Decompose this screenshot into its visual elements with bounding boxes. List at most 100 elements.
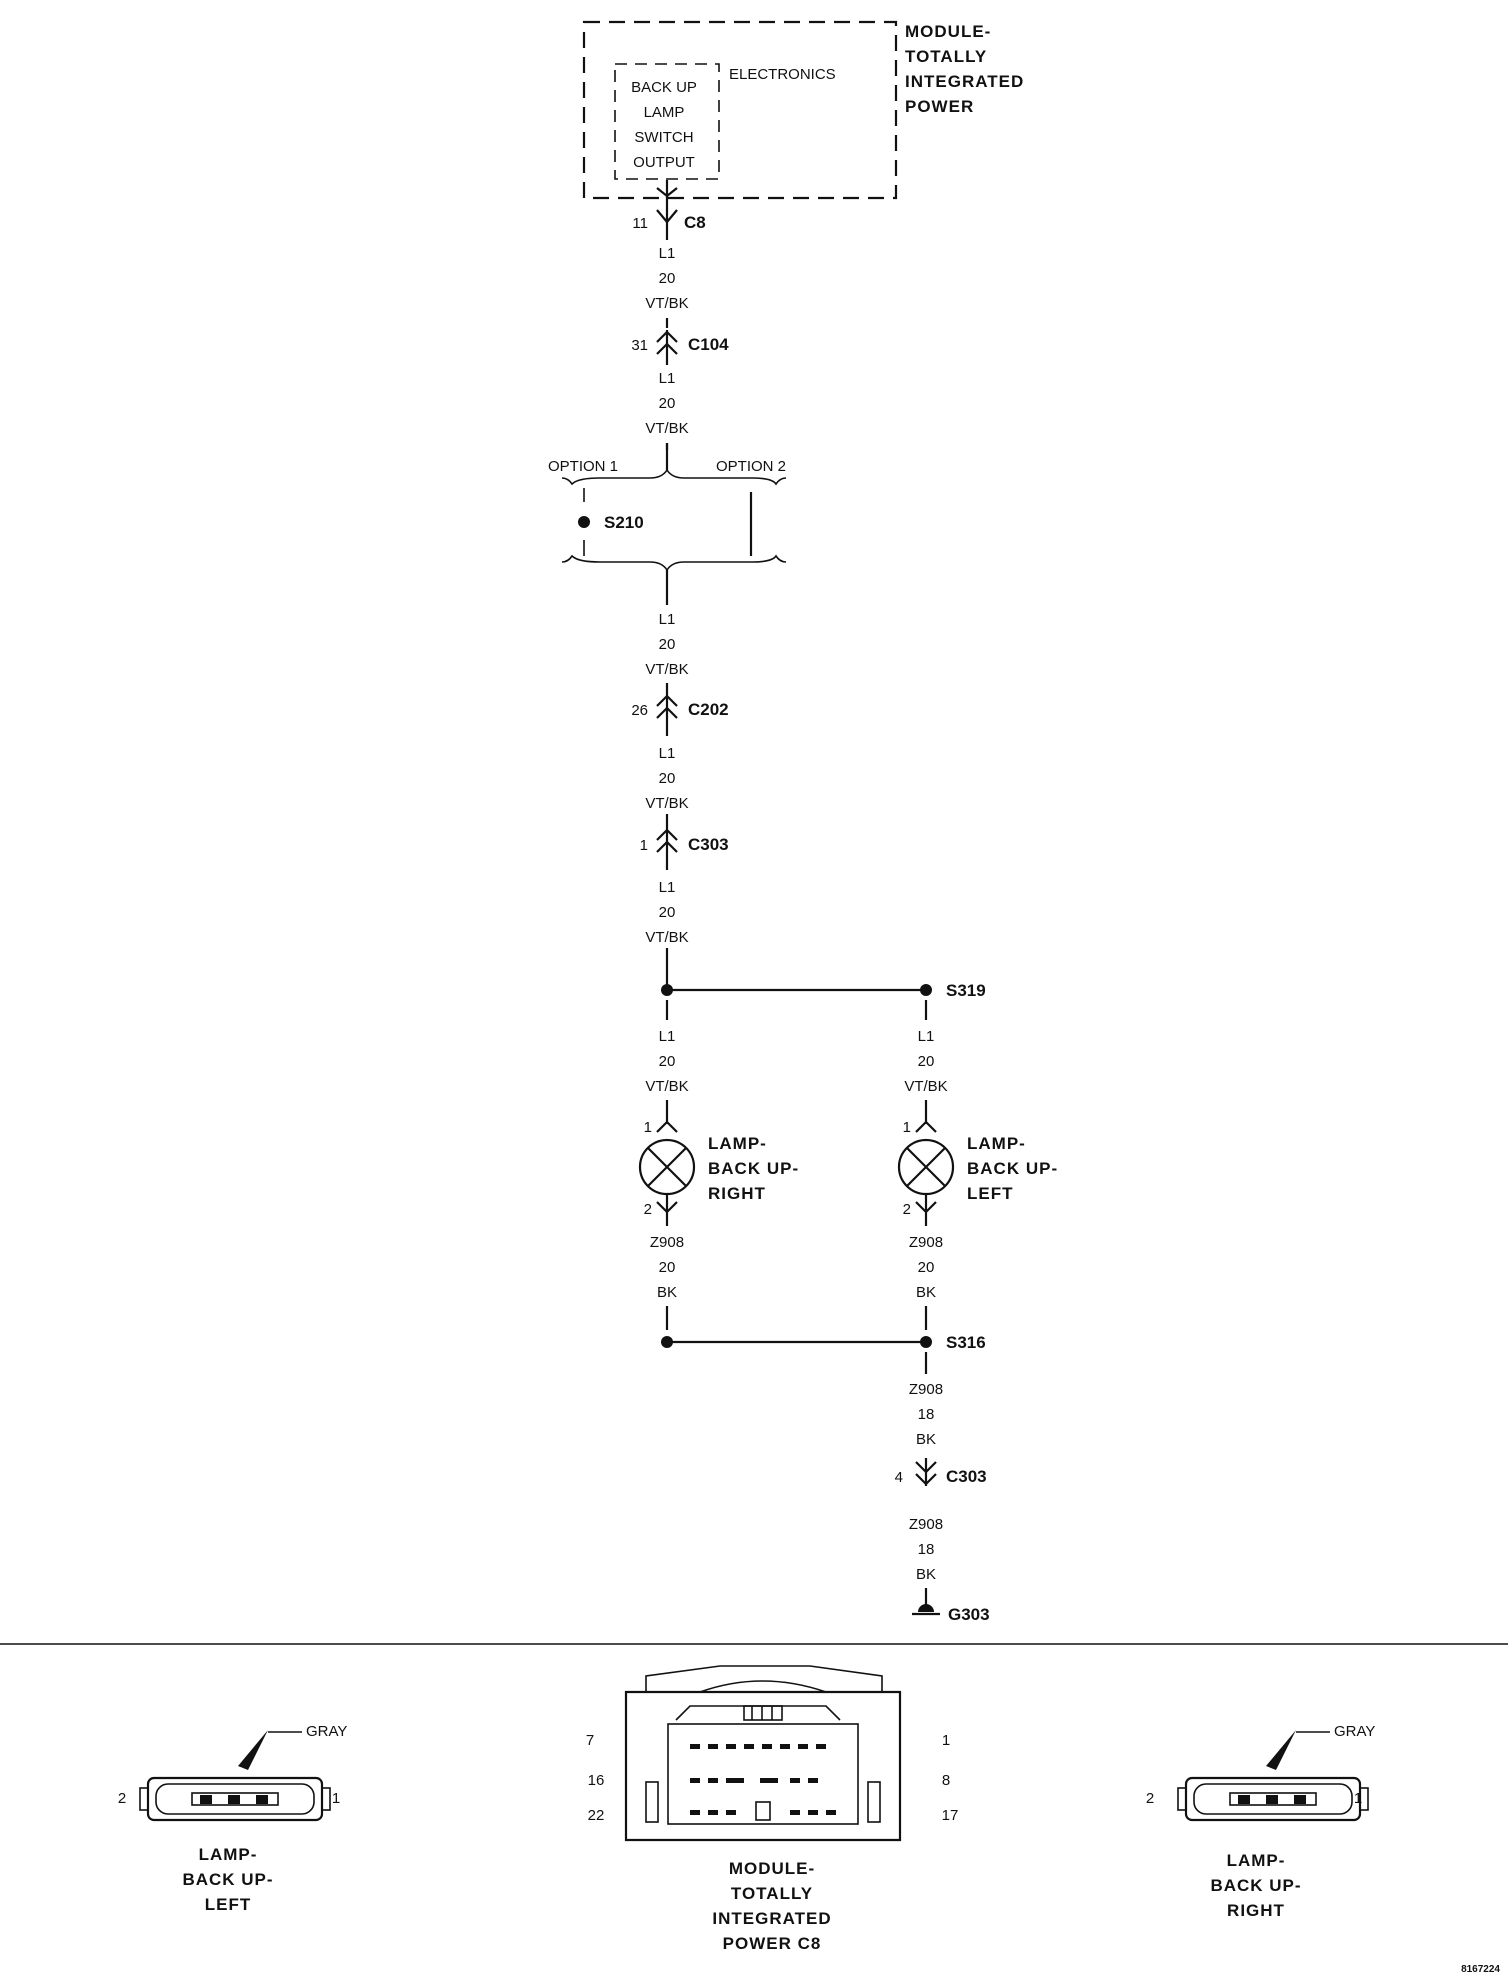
svg-text:LEFT: LEFT xyxy=(205,1895,252,1914)
svg-text:VT/BK: VT/BK xyxy=(645,295,688,312)
svg-text:TOTALLY: TOTALLY xyxy=(731,1884,813,1903)
svg-text:C8: C8 xyxy=(684,213,706,232)
svg-text:20: 20 xyxy=(659,770,676,787)
svg-text:VT/BK: VT/BK xyxy=(645,795,688,812)
svg-text:BACK UP-: BACK UP- xyxy=(182,1870,273,1889)
svg-text:2: 2 xyxy=(118,1790,126,1807)
svg-text:1: 1 xyxy=(903,1119,911,1136)
connector-c8: 11 C8 xyxy=(632,187,706,232)
svg-text:LAMP-: LAMP- xyxy=(1227,1851,1286,1870)
svg-text:BK: BK xyxy=(657,1284,677,1301)
svg-text:18: 18 xyxy=(918,1406,935,1423)
svg-text:LAMP-: LAMP- xyxy=(708,1134,767,1153)
lamp-back-up-right: 1 2 LAMP- BACK UP- RIGHT xyxy=(638,1100,799,1226)
svg-text:VT/BK: VT/BK xyxy=(645,420,688,437)
svg-text:20: 20 xyxy=(659,395,676,412)
module-tipm: MODULE- TOTALLY INTEGRATED POWER ELECTRO… xyxy=(582,20,1024,200)
svg-text:L1: L1 xyxy=(659,611,676,628)
wire-label: L1 20 VT/BK xyxy=(904,1028,947,1095)
connector-view-lamp-left: GRAY 2 1 LAMP- BACK UP- LEFT xyxy=(118,1723,348,1914)
svg-text:18: 18 xyxy=(918,1541,935,1558)
svg-text:Z908: Z908 xyxy=(909,1381,943,1398)
svg-text:SWITCH: SWITCH xyxy=(634,129,693,146)
svg-text:VT/BK: VT/BK xyxy=(904,1078,947,1095)
svg-text:POWER C8: POWER C8 xyxy=(723,1934,822,1953)
svg-text:L1: L1 xyxy=(659,879,676,896)
svg-text:Z908: Z908 xyxy=(650,1234,684,1251)
svg-text:GRAY: GRAY xyxy=(306,1723,347,1740)
svg-text:1: 1 xyxy=(640,837,648,854)
svg-text:BK: BK xyxy=(916,1284,936,1301)
svg-text:Z908: Z908 xyxy=(909,1516,943,1533)
svg-text:17: 17 xyxy=(942,1807,959,1824)
svg-text:2: 2 xyxy=(1146,1790,1154,1807)
svg-text:L1: L1 xyxy=(659,245,676,262)
svg-text:LAMP-: LAMP- xyxy=(967,1134,1026,1153)
wire-label: L1 20 VT/BK xyxy=(640,605,694,683)
svg-text:1: 1 xyxy=(644,1119,652,1136)
svg-text:S316: S316 xyxy=(946,1333,986,1352)
wire-label: Z908 20 BK xyxy=(909,1234,943,1301)
connector-c104: 31 C104 xyxy=(631,328,729,360)
svg-text:C303: C303 xyxy=(688,835,729,854)
svg-text:OPTION 2: OPTION 2 xyxy=(716,458,786,475)
svg-text:OPTION 1: OPTION 1 xyxy=(548,458,618,475)
svg-text:Z908: Z908 xyxy=(909,1234,943,1251)
connector-c303-lower: 4 C303 xyxy=(895,1458,987,1486)
wire-label: L1 20 VT/BK xyxy=(640,736,694,814)
svg-text:8: 8 xyxy=(942,1772,950,1789)
svg-text:G303: G303 xyxy=(948,1605,990,1624)
connector-view-module-c8: 7 1 16 8 22 17 MODULE- TOTALLY INTEGRATE… xyxy=(586,1665,959,1953)
svg-text:L1: L1 xyxy=(659,1028,676,1045)
svg-text:INTEGRATED: INTEGRATED xyxy=(905,72,1024,91)
wire-label: Z908 18 BK xyxy=(909,1381,943,1448)
wire-label: Z908 18 BK xyxy=(909,1516,943,1583)
figure-id: 8167224 xyxy=(1461,1964,1500,1975)
connector-view-lamp-right: GRAY 2 1 LAMP- BACK UP- RIGHT xyxy=(1146,1723,1376,1920)
svg-text:L1: L1 xyxy=(659,370,676,387)
splice-s316: S316 xyxy=(661,1306,986,1374)
svg-text:BACK UP: BACK UP xyxy=(631,79,697,96)
svg-text:20: 20 xyxy=(659,1053,676,1070)
svg-text:C303: C303 xyxy=(946,1467,987,1486)
svg-text:GRAY: GRAY xyxy=(1334,1723,1375,1740)
svg-text:26: 26 xyxy=(631,702,648,719)
svg-text:MODULE-: MODULE- xyxy=(905,22,991,41)
connector-c303-upper: 1 C303 xyxy=(640,826,729,860)
wire-label: L1 20 VT/BK xyxy=(640,365,694,443)
svg-text:11: 11 xyxy=(632,215,648,232)
svg-text:1: 1 xyxy=(942,1732,950,1749)
svg-text:VT/BK: VT/BK xyxy=(645,929,688,946)
ground-g303: G303 xyxy=(912,1588,990,1624)
svg-text:31: 31 xyxy=(631,337,648,354)
wire-label: L1 20 VT/BK xyxy=(645,1028,688,1095)
svg-text:20: 20 xyxy=(659,270,676,287)
svg-text:16: 16 xyxy=(588,1772,605,1789)
wire-label: Z908 20 BK xyxy=(650,1234,684,1301)
svg-text:S210: S210 xyxy=(604,513,644,532)
svg-text:TOTALLY: TOTALLY xyxy=(905,47,987,66)
svg-text:OUTPUT: OUTPUT xyxy=(633,154,695,171)
lamp-back-up-left: 1 2 LAMP- BACK UP- LEFT xyxy=(897,1100,1057,1226)
svg-text:BACK UP-: BACK UP- xyxy=(708,1159,799,1178)
svg-text:C104: C104 xyxy=(688,335,729,354)
svg-text:C202: C202 xyxy=(688,700,729,719)
svg-text:LEFT: LEFT xyxy=(967,1184,1014,1203)
svg-text:POWER: POWER xyxy=(905,97,974,116)
svg-text:20: 20 xyxy=(659,904,676,921)
svg-text:INTEGRATED: INTEGRATED xyxy=(712,1909,831,1928)
svg-text:MODULE-: MODULE- xyxy=(729,1859,815,1878)
svg-text:BACK UP-: BACK UP- xyxy=(1210,1876,1301,1895)
electronics-label: ELECTRONICS xyxy=(729,66,836,83)
svg-text:RIGHT: RIGHT xyxy=(708,1184,766,1203)
svg-text:20: 20 xyxy=(659,1259,676,1276)
svg-text:LAMP: LAMP xyxy=(644,104,685,121)
svg-text:BK: BK xyxy=(916,1431,936,1448)
svg-text:20: 20 xyxy=(918,1259,935,1276)
svg-text:VT/BK: VT/BK xyxy=(645,661,688,678)
svg-text:S319: S319 xyxy=(946,981,986,1000)
svg-text:20: 20 xyxy=(918,1053,935,1070)
svg-text:1: 1 xyxy=(1354,1790,1362,1807)
svg-text:LAMP-: LAMP- xyxy=(199,1845,258,1864)
svg-text:1: 1 xyxy=(332,1790,340,1807)
